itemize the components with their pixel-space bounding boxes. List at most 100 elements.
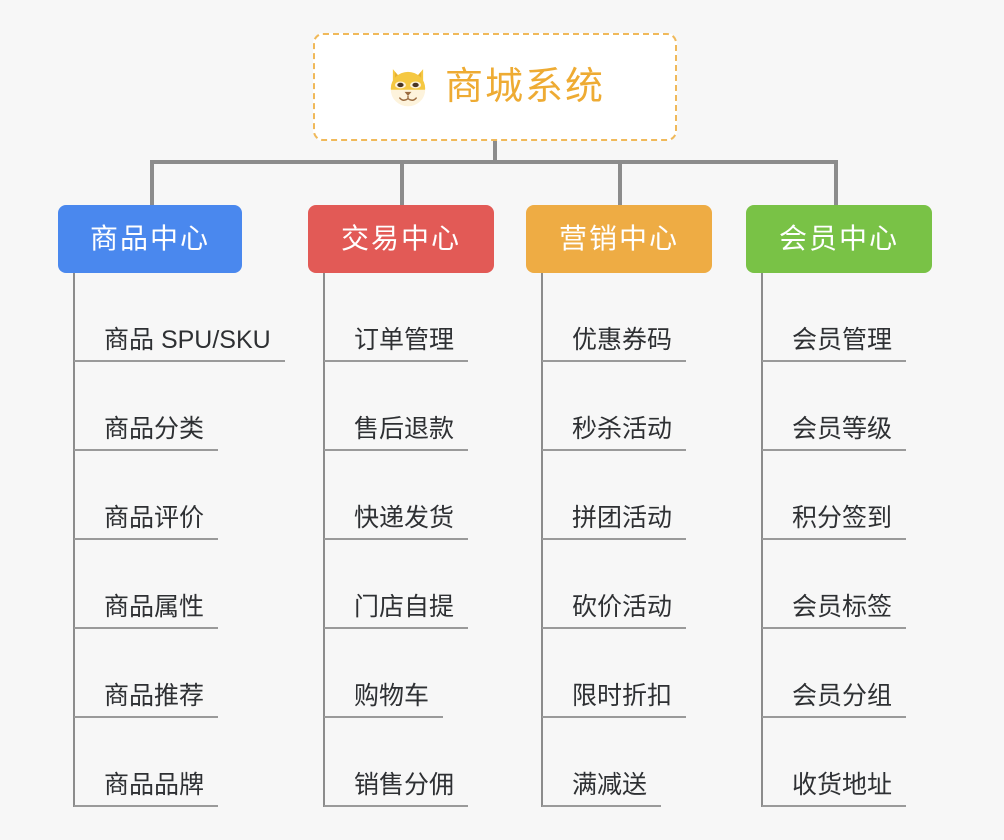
leaf-label: 会员等级: [792, 414, 893, 443]
branch-header-1[interactable]: 商品中心: [58, 205, 242, 273]
leaf-underline: 商品评价: [74, 503, 219, 540]
branch-trunk-1: [73, 273, 75, 807]
leaf-label: 拼团活动: [572, 503, 673, 532]
leaf-item[interactable]: 会员标签: [746, 540, 932, 629]
leaf-item[interactable]: 会员管理: [746, 273, 932, 362]
connector-drop-2: [400, 160, 404, 205]
leaf-label: 订单管理: [354, 325, 455, 354]
leaf-underline: 积分签到: [762, 503, 907, 540]
leaf-underline: 商品属性: [74, 592, 219, 629]
leaf-underline: 门店自提: [324, 592, 469, 629]
leaf-item[interactable]: 商品品牌: [58, 718, 285, 807]
leaf-label: 商品 SPU/SKU: [104, 325, 271, 354]
connector-root-stem: [493, 141, 497, 162]
leaf-underline: 购物车: [324, 681, 444, 718]
leaf-item[interactable]: 商品 SPU/SKU: [58, 273, 285, 362]
leaf-label: 满减送: [572, 770, 648, 799]
leaf-list-2: 订单管理 售后退款 快递发货 门店自提 购物车 销售分佣: [308, 273, 494, 807]
leaf-label: 积分签到: [792, 503, 893, 532]
leaf-item[interactable]: 秒杀活动: [526, 362, 712, 451]
branch-header-label: 营销中心: [558, 223, 679, 254]
leaf-label: 会员标签: [792, 592, 893, 621]
leaf-underline: 商品 SPU/SKU: [74, 325, 285, 362]
leaf-label: 砍价活动: [572, 592, 673, 621]
leaf-underline: 拼团活动: [542, 503, 687, 540]
leaf-item[interactable]: 限时折扣: [526, 629, 712, 718]
leaf-underline: 秒杀活动: [542, 414, 687, 451]
leaf-underline: 会员分组: [762, 681, 907, 718]
leaf-list-3: 优惠券码 秒杀活动 拼团活动 砍价活动 限时折扣 满减送: [526, 273, 712, 807]
leaf-item[interactable]: 会员分组: [746, 629, 932, 718]
branch-column-3: 营销中心 优惠券码 秒杀活动 拼团活动 砍价活动 限时折扣 满减送: [526, 205, 712, 807]
leaf-underline: 订单管理: [324, 325, 469, 362]
leaf-label: 商品分类: [104, 414, 205, 443]
leaf-item[interactable]: 购物车: [308, 629, 494, 718]
connector-drop-1: [150, 160, 154, 205]
leaf-item[interactable]: 砍价活动: [526, 540, 712, 629]
branch-column-1: 商品中心 商品 SPU/SKU 商品分类 商品评价 商品属性 商品推荐 商品品牌: [58, 205, 285, 807]
leaf-list-1: 商品 SPU/SKU 商品分类 商品评价 商品属性 商品推荐 商品品牌: [58, 273, 285, 807]
leaf-item[interactable]: 销售分佣: [308, 718, 494, 807]
leaf-underline: 销售分佣: [324, 770, 469, 807]
shiba-dog-icon: [390, 69, 426, 107]
leaf-underline: 砍价活动: [542, 592, 687, 629]
leaf-label: 商品属性: [104, 592, 205, 621]
leaf-underline: 收货地址: [762, 770, 907, 807]
branch-trunk-3: [541, 273, 543, 807]
branch-header-label: 商品中心: [89, 223, 210, 254]
leaf-underline: 售后退款: [324, 414, 469, 451]
leaf-label: 销售分佣: [354, 770, 455, 799]
leaf-label: 会员分组: [792, 681, 893, 710]
leaf-item[interactable]: 商品分类: [58, 362, 285, 451]
leaf-label: 限时折扣: [572, 681, 673, 710]
connector-drop-3: [618, 160, 622, 205]
leaf-label: 秒杀活动: [572, 414, 673, 443]
leaf-label: 商品品牌: [104, 770, 205, 799]
leaf-item[interactable]: 积分签到: [746, 451, 932, 540]
leaf-underline: 优惠券码: [542, 325, 687, 362]
branch-column-2: 交易中心 订单管理 售后退款 快递发货 门店自提 购物车 销售分佣: [308, 205, 494, 807]
connector-horizontal-bar: [150, 160, 838, 164]
leaf-item[interactable]: 订单管理: [308, 273, 494, 362]
leaf-item[interactable]: 拼团活动: [526, 451, 712, 540]
root-node[interactable]: 商城系统: [313, 33, 677, 141]
leaf-label: 商品评价: [104, 503, 205, 532]
leaf-item[interactable]: 商品属性: [58, 540, 285, 629]
branch-header-4[interactable]: 会员中心: [746, 205, 932, 273]
branch-header-3[interactable]: 营销中心: [526, 205, 712, 273]
leaf-label: 会员管理: [792, 325, 893, 354]
leaf-label: 售后退款: [354, 414, 455, 443]
leaf-label: 快递发货: [354, 503, 455, 532]
leaf-label: 收货地址: [792, 770, 893, 799]
leaf-item[interactable]: 满减送: [526, 718, 712, 807]
leaf-label: 购物车: [354, 681, 430, 710]
leaf-underline: 商品分类: [74, 414, 219, 451]
leaf-label: 门店自提: [354, 592, 455, 621]
leaf-item[interactable]: 商品推荐: [58, 629, 285, 718]
leaf-underline: 会员标签: [762, 592, 907, 629]
branch-header-label: 交易中心: [340, 223, 461, 254]
leaf-item[interactable]: 商品评价: [58, 451, 285, 540]
leaf-underline: 限时折扣: [542, 681, 687, 718]
leaf-item[interactable]: 收货地址: [746, 718, 932, 807]
leaf-item[interactable]: 快递发货: [308, 451, 494, 540]
leaf-underline: 快递发货: [324, 503, 469, 540]
leaf-underline: 满减送: [542, 770, 662, 807]
branch-header-label: 会员中心: [778, 223, 899, 254]
connector-drop-4: [834, 160, 838, 205]
leaf-item[interactable]: 优惠券码: [526, 273, 712, 362]
leaf-underline: 商品品牌: [74, 770, 219, 807]
branch-trunk-2: [323, 273, 325, 807]
branch-column-4: 会员中心 会员管理 会员等级 积分签到 会员标签 会员分组 收货地址: [746, 205, 932, 807]
leaf-underline: 商品推荐: [74, 681, 219, 718]
leaf-item[interactable]: 售后退款: [308, 362, 494, 451]
leaf-label: 优惠券码: [572, 325, 673, 354]
leaf-list-4: 会员管理 会员等级 积分签到 会员标签 会员分组 收货地址: [746, 273, 932, 807]
leaf-underline: 会员管理: [762, 325, 907, 362]
leaf-label: 商品推荐: [104, 681, 205, 710]
leaf-item[interactable]: 会员等级: [746, 362, 932, 451]
branch-header-2[interactable]: 交易中心: [308, 205, 494, 273]
leaf-item[interactable]: 门店自提: [308, 540, 494, 629]
leaf-underline: 会员等级: [762, 414, 907, 451]
